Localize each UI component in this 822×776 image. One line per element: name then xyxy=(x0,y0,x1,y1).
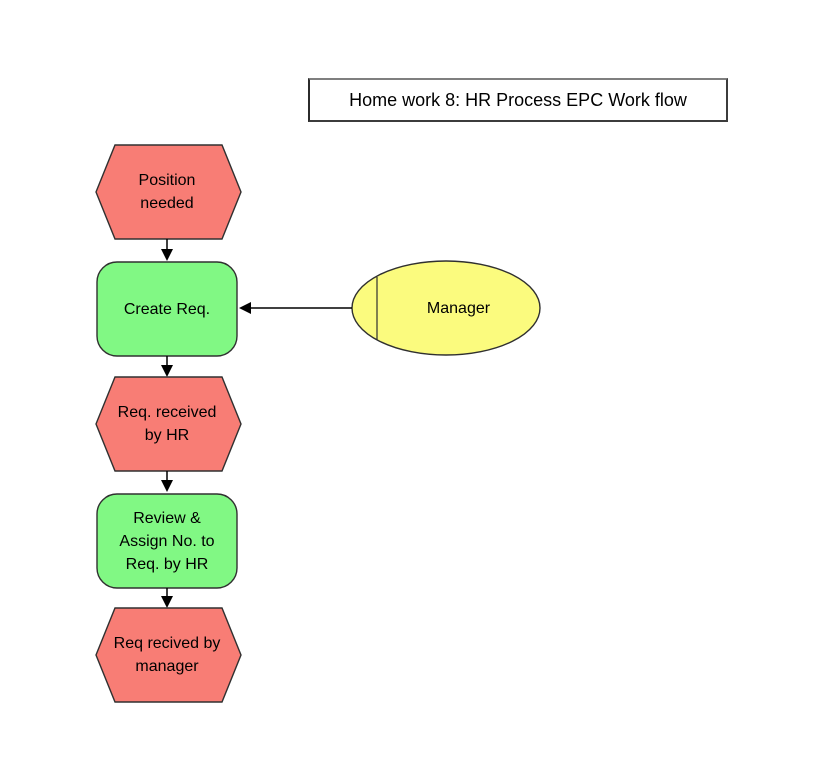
event-hexagon-req-recived-manager[interactable] xyxy=(95,607,242,703)
arrowhead-down-3 xyxy=(161,480,173,492)
diagram-title-text: Home work 8: HR Process EPC Work flow xyxy=(349,89,687,110)
arrowhead-down-2 xyxy=(161,365,173,377)
organization-ellipse-manager[interactable] xyxy=(351,260,541,356)
arrowhead-down-1 xyxy=(161,249,173,261)
event-hexagon-req-received-hr[interactable] xyxy=(95,376,242,472)
function-box-create-req[interactable] xyxy=(96,261,238,357)
function-box-review-assign[interactable] xyxy=(96,493,238,589)
arrowhead-left-1 xyxy=(239,302,251,314)
event-hexagon-position-needed[interactable] xyxy=(95,144,242,240)
diagram-title-box[interactable]: Home work 8: HR Process EPC Work flow xyxy=(308,78,728,122)
arrowhead-down-4 xyxy=(161,596,173,608)
